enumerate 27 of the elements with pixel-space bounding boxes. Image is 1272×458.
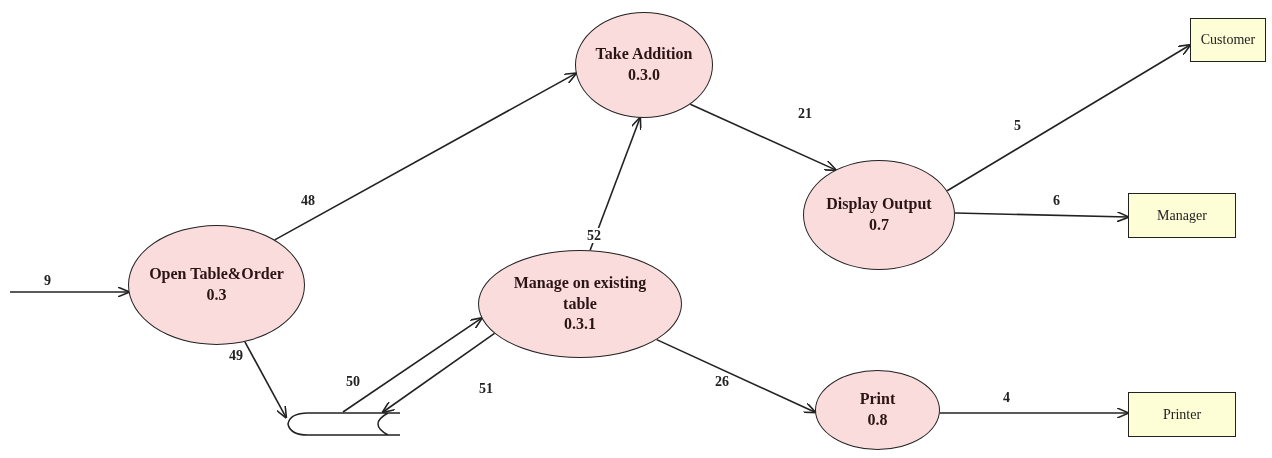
arrow (939, 407, 1130, 419)
edge-label: 52 (586, 228, 602, 244)
process-name: Manage on existing table (512, 272, 648, 314)
process-number: 0.8 (867, 410, 888, 430)
process-number: 0.3 (206, 285, 227, 305)
process-number: 0.3.0 (628, 65, 660, 85)
external-entity-box (1190, 18, 1266, 62)
process-name: Display Output (826, 194, 932, 215)
arrow (9, 286, 131, 298)
arrow (273, 72, 578, 241)
process-name: Take Addition (595, 44, 693, 65)
arrow (244, 341, 288, 420)
external-entity-box (1128, 392, 1236, 437)
arrow (954, 210, 1130, 223)
arrow (342, 316, 484, 413)
arrow (381, 332, 496, 414)
process-number: 0.3.1 (564, 314, 596, 335)
arrow (589, 116, 642, 252)
entity-label: Customer (1200, 32, 1256, 48)
arrow (655, 338, 817, 414)
entity-label: Manager (1157, 207, 1207, 224)
process-name: Print (859, 389, 896, 410)
process-number: 0.7 (869, 215, 889, 235)
external-entity-box (1128, 193, 1236, 238)
entity-label: Printer (1162, 406, 1202, 423)
process-name: Open Table&Order (149, 264, 284, 285)
arrow (689, 103, 838, 172)
